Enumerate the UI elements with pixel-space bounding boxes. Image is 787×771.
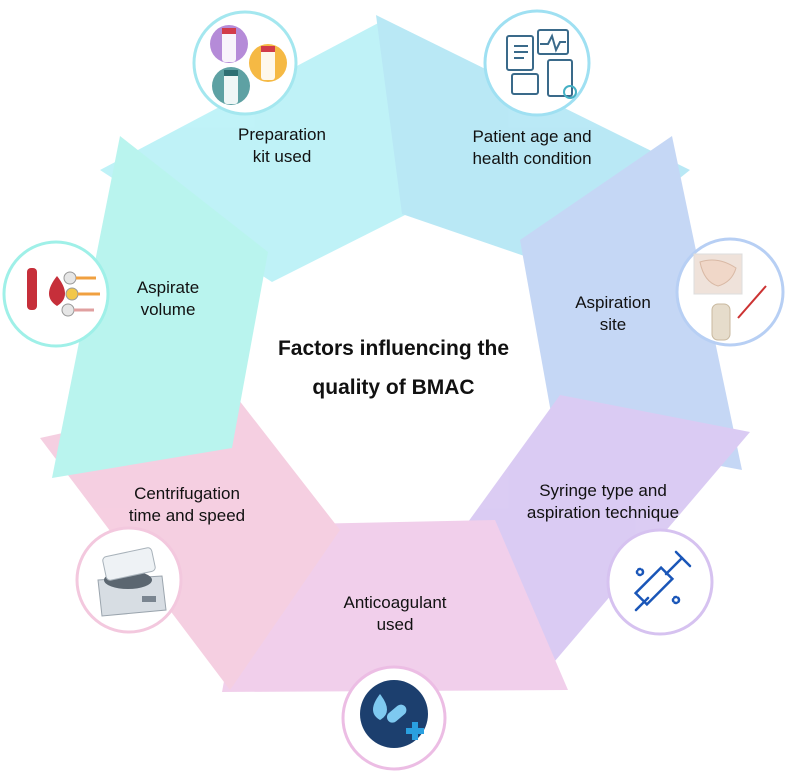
preparation-kit-circle <box>192 10 298 116</box>
medical-records-icon <box>506 29 577 99</box>
ring-blades <box>40 15 750 692</box>
blade-centrifugation <box>40 395 340 690</box>
blade-aspirate-volume <box>52 136 268 478</box>
syringe-circle <box>606 528 714 636</box>
syringe-icon <box>633 550 692 612</box>
patient-age-circle <box>483 9 591 117</box>
title-line-2: quality of BMAC <box>312 376 475 399</box>
blood-drop-icon <box>27 268 100 317</box>
blade-aspiration-site <box>520 136 742 470</box>
test-tubes-icon <box>210 25 287 105</box>
aspiration-site-circle <box>675 237 785 347</box>
centrifuge-circle <box>75 526 183 634</box>
anticoagulant-circle <box>341 665 447 771</box>
title-line-1: Factors influencing the <box>277 337 510 360</box>
aspirate-volume-circle <box>2 240 110 348</box>
centrifuge-icon <box>97 547 167 617</box>
drop-pills-icon <box>360 680 428 748</box>
bone-aspiration-icon <box>693 253 767 341</box>
